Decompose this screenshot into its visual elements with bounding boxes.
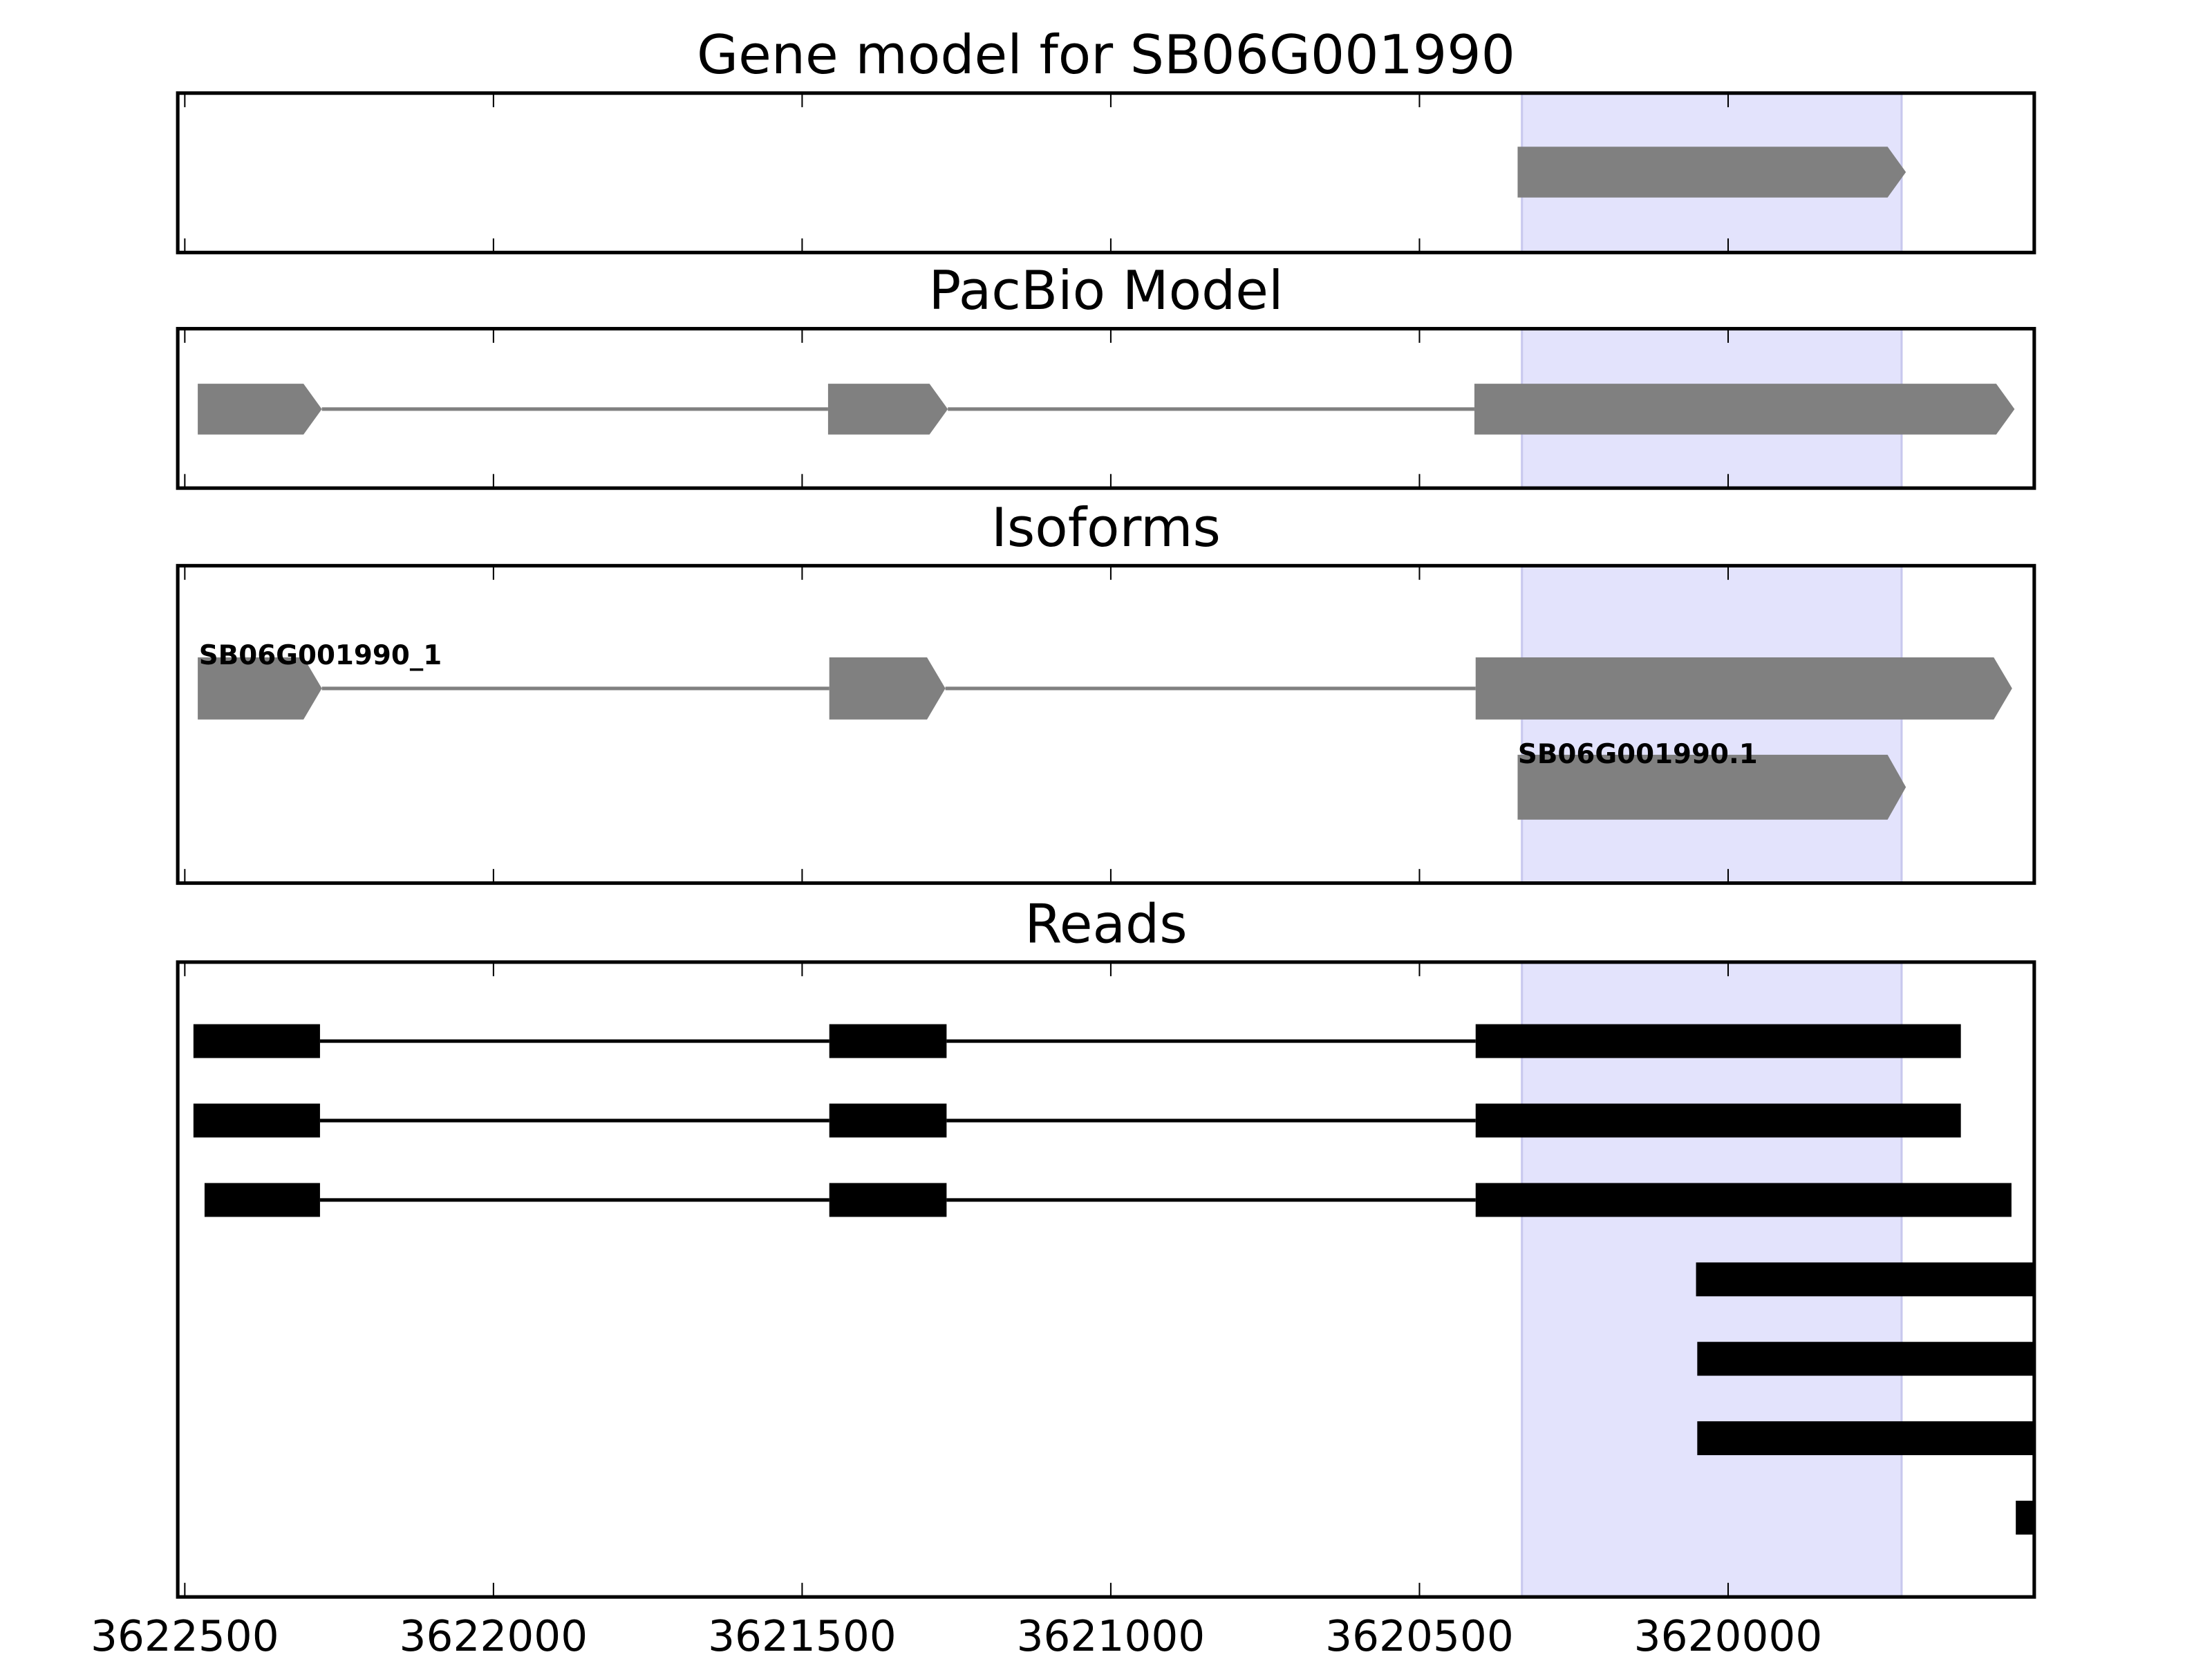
- read-block: [829, 1103, 947, 1138]
- exon: [1475, 657, 2012, 720]
- axes-frame: [176, 91, 2036, 254]
- x-tick-label: 3620000: [1634, 1612, 1823, 1659]
- read-block: [829, 1183, 947, 1217]
- read-block: [1475, 1103, 1961, 1138]
- exon: [198, 384, 322, 435]
- axes-frame: [176, 563, 2036, 885]
- title-isoforms: Isoforms: [991, 497, 1221, 559]
- x-tick-label: 3620500: [1325, 1612, 1514, 1659]
- axes-frame: [176, 326, 2036, 490]
- x-tick-label: 3621000: [1017, 1612, 1206, 1659]
- exon: [827, 384, 948, 435]
- title-gene-model: Gene model for SB06G001990: [697, 24, 1515, 86]
- exon: [1517, 147, 1906, 198]
- isoform-label: SB06G001990_1: [199, 640, 442, 671]
- x-tick-label: 3621500: [708, 1612, 897, 1659]
- x-tick-label: 3622500: [91, 1612, 279, 1659]
- read-block: [1475, 1183, 2012, 1217]
- title-pacbio-model: PacBio Model: [928, 260, 1283, 322]
- title-reads: Reads: [1024, 893, 1187, 955]
- read-block: [1475, 1024, 1961, 1058]
- exon: [198, 657, 322, 720]
- read-block: [1697, 1342, 2034, 1376]
- exon: [1517, 754, 1906, 820]
- highlight-region: [1521, 564, 1903, 885]
- x-tick-label: 3622000: [400, 1612, 588, 1659]
- axes-frame: [176, 960, 2036, 1599]
- isoform-label: SB06G001990.1: [1518, 739, 1758, 770]
- read-block: [204, 1183, 320, 1217]
- exon: [1474, 384, 2015, 435]
- read-block: [193, 1103, 320, 1138]
- exon: [829, 657, 946, 720]
- read-block: [193, 1024, 320, 1058]
- read-block: [2016, 1501, 2034, 1535]
- read-block: [829, 1024, 947, 1058]
- read-block: [1697, 1421, 2034, 1456]
- read-block: [1696, 1262, 2034, 1297]
